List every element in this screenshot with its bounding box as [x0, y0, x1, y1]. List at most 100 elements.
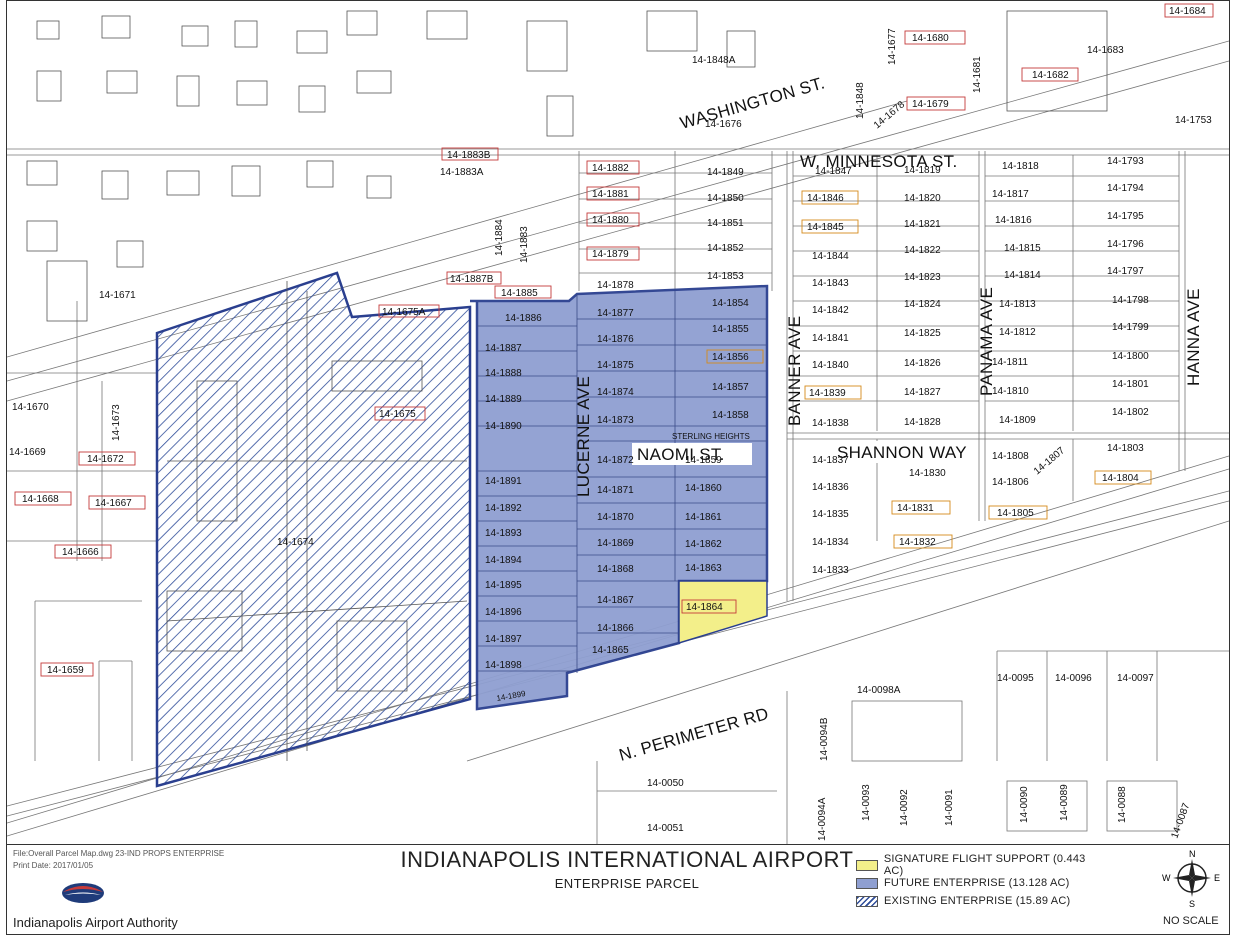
svg-text:14-1838: 14-1838: [812, 418, 849, 429]
parcel-map[interactable]: WASHINGTON ST. W. MINNESOTA ST. LUCERNE …: [6, 0, 1230, 845]
svg-text:14-1682: 14-1682: [1032, 70, 1069, 81]
svg-text:14-1883B: 14-1883B: [447, 150, 491, 161]
svg-text:14-1866: 14-1866: [597, 623, 634, 634]
svg-text:14-1877: 14-1877: [597, 308, 634, 319]
svg-text:14-1856: 14-1856: [712, 352, 749, 363]
svg-text:14-1878: 14-1878: [597, 280, 634, 291]
svg-text:14-1854: 14-1854: [712, 298, 749, 309]
svg-text:14-1857: 14-1857: [712, 382, 749, 393]
svg-text:14-1813: 14-1813: [999, 299, 1036, 310]
svg-text:14-1897: 14-1897: [485, 634, 522, 645]
existing-enterprise-area[interactable]: [155, 271, 472, 788]
street-naomi: NAOMI ST.: [637, 445, 725, 464]
svg-text:14-0092: 14-0092: [899, 789, 910, 826]
svg-text:14-1842: 14-1842: [812, 305, 849, 316]
map-title: INDIANAPOLIS INTERNATIONAL AIRPORT: [400, 847, 854, 872]
svg-text:14-1676: 14-1676: [705, 119, 742, 130]
svg-text:14-1887: 14-1887: [485, 343, 522, 354]
authority-name: Indianapolis Airport Authority: [13, 915, 178, 930]
svg-text:14-1803: 14-1803: [1107, 443, 1144, 454]
svg-text:14-1798: 14-1798: [1112, 295, 1149, 306]
svg-text:14-1797: 14-1797: [1107, 266, 1144, 277]
svg-text:14-1666: 14-1666: [62, 547, 99, 558]
svg-text:14-1675A: 14-1675A: [382, 307, 426, 318]
parcel-labels-south: 14-0098A 14-0095 14-0096 14-0097 14-0050…: [647, 673, 1193, 841]
svg-text:14-1886: 14-1886: [505, 313, 542, 324]
svg-text:14-1820: 14-1820: [904, 193, 941, 204]
title-block: File:Overall Parcel Map.dwg 23-IND PROPS…: [6, 845, 1230, 935]
svg-text:14-1681: 14-1681: [972, 56, 983, 93]
svg-text:14-1674: 14-1674: [277, 537, 314, 548]
legend-swatch-signature: [856, 859, 878, 871]
svg-text:14-0096: 14-0096: [1055, 673, 1092, 684]
svg-text:14-1887B: 14-1887B: [450, 274, 494, 285]
airport-authority-logo-icon: [62, 883, 104, 903]
street-washington: WASHINGTON ST.: [678, 73, 827, 133]
parcel-labels-lucerne-north: 14-1883B 14-1883A 14-1882 14-1881 14-188…: [99, 147, 744, 318]
svg-text:14-1818: 14-1818: [1002, 161, 1039, 172]
svg-text:14-0087: 14-0087: [1169, 801, 1192, 840]
svg-text:14-1872: 14-1872: [597, 455, 634, 466]
svg-text:14-1849: 14-1849: [707, 167, 744, 178]
svg-text:14-1844: 14-1844: [812, 251, 849, 262]
legend-swatch-existing: [856, 895, 878, 907]
future-enterprise-parcel-lines: [477, 291, 767, 673]
legend-item-signature: SIGNATURE FLIGHT SUPPORT (0.443 AC): [856, 853, 1106, 877]
svg-text:14-1659: 14-1659: [47, 665, 84, 676]
existing-enterprise-internal-lines: [166, 281, 468, 761]
svg-text:14-0089: 14-0089: [1059, 784, 1070, 821]
svg-text:14-1871: 14-1871: [597, 485, 634, 496]
svg-text:14-1671: 14-1671: [99, 290, 136, 301]
svg-text:14-1894: 14-1894: [485, 555, 522, 566]
svg-text:14-1680: 14-1680: [912, 33, 949, 44]
signature-flight-support-area[interactable]: [678, 580, 768, 645]
svg-text:14-1859: 14-1859: [685, 455, 722, 466]
svg-text:14-1675: 14-1675: [379, 409, 416, 420]
svg-text:14-1846: 14-1846: [807, 193, 844, 204]
parcel-labels-future-east: 14-1877 14-1876 14-1875 14-1874 14-1873 …: [592, 298, 764, 656]
svg-text:14-1667: 14-1667: [95, 498, 132, 509]
svg-text:14-1670: 14-1670: [12, 402, 49, 413]
svg-text:14-1851: 14-1851: [707, 218, 744, 229]
svg-text:14-1826: 14-1826: [904, 358, 941, 369]
legend-label-signature: SIGNATURE FLIGHT SUPPORT (0.443 AC): [883, 853, 1086, 877]
legend: SIGNATURE FLIGHT SUPPORT (0.443 AC) FUTU…: [856, 853, 1106, 911]
svg-text:14-1880: 14-1880: [592, 215, 629, 226]
svg-text:14-1863: 14-1863: [685, 563, 722, 574]
svg-text:14-1885: 14-1885: [501, 288, 538, 299]
svg-text:14-1870: 14-1870: [597, 512, 634, 523]
svg-text:14-1811: 14-1811: [992, 357, 1028, 368]
svg-text:14-1806: 14-1806: [992, 477, 1029, 488]
street-shannon: SHANNON WAY: [837, 443, 967, 462]
street-lucerne: LUCERNE AVE: [574, 376, 593, 497]
svg-text:14-1891: 14-1891: [485, 476, 522, 487]
svg-text:14-1825: 14-1825: [904, 328, 941, 339]
svg-text:14-1883A: 14-1883A: [440, 167, 484, 178]
svg-text:14-1839: 14-1839: [809, 388, 846, 399]
svg-text:14-1883: 14-1883: [519, 226, 530, 263]
street-shannon-bg: [833, 441, 973, 463]
street-minnesota: W. MINNESOTA ST.: [800, 152, 958, 171]
svg-text:14-1823: 14-1823: [904, 272, 941, 283]
svg-text:14-1896: 14-1896: [485, 607, 522, 618]
svg-text:14-1833: 14-1833: [812, 565, 849, 576]
svg-text:14-1847: 14-1847: [815, 166, 852, 177]
svg-text:14-1855: 14-1855: [712, 324, 749, 335]
svg-text:14-1876: 14-1876: [597, 334, 634, 345]
street-sterling: STERLING HEIGHTS: [672, 432, 750, 441]
svg-text:14-1843: 14-1843: [812, 278, 849, 289]
parcel-labels-north: 14-1684 14-1683 14-1682 14-1680 14-1681 …: [692, 3, 1214, 131]
svg-text:14-1875: 14-1875: [597, 360, 634, 371]
north-arrow-compass-icon: N S E W: [1162, 849, 1220, 907]
svg-text:14-1817: 14-1817: [992, 189, 1029, 200]
svg-text:14-1816: 14-1816: [995, 215, 1032, 226]
svg-text:14-1683: 14-1683: [1087, 45, 1124, 56]
svg-text:14-1850: 14-1850: [707, 193, 744, 204]
svg-text:14-1889: 14-1889: [485, 394, 522, 405]
svg-text:14-1819: 14-1819: [904, 165, 941, 176]
svg-text:14-1801: 14-1801: [1112, 379, 1149, 390]
svg-text:14-1865: 14-1865: [592, 645, 629, 656]
svg-text:14-1834: 14-1834: [812, 537, 849, 548]
street-naomi-bg: [632, 443, 752, 465]
file-name: File:Overall Parcel Map.dwg 23-IND PROPS…: [13, 849, 225, 858]
